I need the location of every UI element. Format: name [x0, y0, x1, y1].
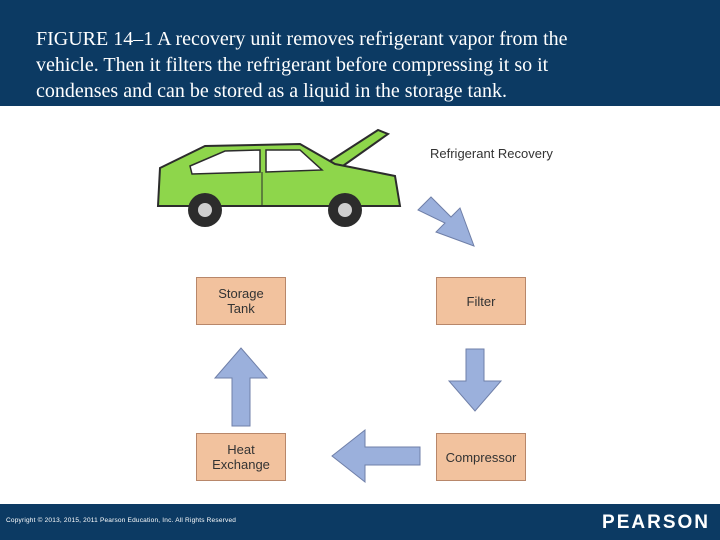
caption-header: FIGURE 14–1 A recovery unit removes refr…: [0, 0, 720, 106]
compressor-box: Compressor: [436, 433, 526, 481]
pearson-logo: PEARSON: [602, 512, 710, 533]
diagram-title: Refrigerant Recovery: [430, 146, 553, 161]
arrow-heat-exchange-to-storage-tank: [213, 347, 269, 427]
diagram-graphics: [156, 128, 503, 484]
filter-box: Filter: [436, 277, 526, 325]
figure-caption: FIGURE 14–1 A recovery unit removes refr…: [36, 28, 568, 102]
car-icon: [156, 128, 402, 227]
arrow-filter-to-compressor: [447, 348, 503, 412]
arrow-compressor-to-heat-exchange: [331, 428, 421, 484]
heat-exchange-box: Heat Exchange: [196, 433, 286, 481]
storage-tank-box: Storage Tank: [196, 277, 286, 325]
refrigerant-recovery-diagram: Refrigerant Recovery Storage Tank Filter…: [0, 106, 720, 504]
arrow-recovery-to-filter: [417, 196, 475, 247]
footer-bar: Copyright © 2013, 2015, 2011 Pearson Edu…: [0, 504, 720, 540]
copyright-notice: Copyright © 2013, 2015, 2011 Pearson Edu…: [6, 517, 237, 524]
